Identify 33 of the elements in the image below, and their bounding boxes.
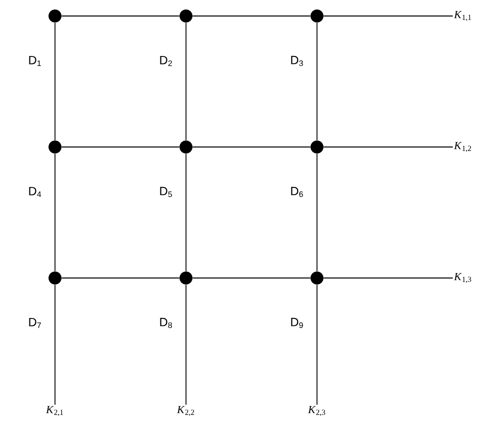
junction-dot	[310, 140, 324, 154]
line	[54, 284, 56, 406]
junction-label: D$_{4}$	[29, 186, 42, 198]
line	[54, 22, 56, 141]
line-label: K$_{2,2}$	[176, 406, 194, 416]
line-label: K$_{2,3}$	[308, 406, 326, 416]
line	[316, 153, 318, 272]
line	[316, 22, 318, 141]
junction-label: D$_{5}$	[160, 186, 172, 198]
junction-dot	[180, 272, 192, 284]
junction-dot	[48, 272, 62, 284]
line-label: K$_{1,2}$	[454, 142, 472, 152]
junction-dot	[48, 10, 62, 22]
line-label: K$_{1,3}$	[454, 272, 472, 283]
junction-label: D$_{8}$	[160, 318, 172, 328]
junction-dot	[180, 10, 192, 22]
junction-label: D$_{1}$	[29, 56, 41, 66]
junction-label: D$_{2}$	[160, 56, 172, 66]
junction-dot	[310, 272, 324, 284]
junction-label: D$_{3}$	[291, 56, 303, 66]
junction-label: D$_{6}$	[291, 186, 303, 198]
junction-dot	[48, 140, 62, 154]
line	[54, 153, 56, 272]
line-label: K$_{1,1}$	[454, 10, 471, 22]
line	[316, 284, 318, 406]
junction-label: D$_{7}$	[29, 318, 41, 328]
line	[192, 146, 311, 148]
junction-dot	[180, 140, 192, 154]
line	[61, 146, 180, 148]
junction-dot	[310, 10, 324, 22]
line-label: K$_{2,1}$	[46, 406, 63, 416]
junction-label: D$_{9}$	[291, 318, 303, 328]
line	[323, 146, 454, 148]
